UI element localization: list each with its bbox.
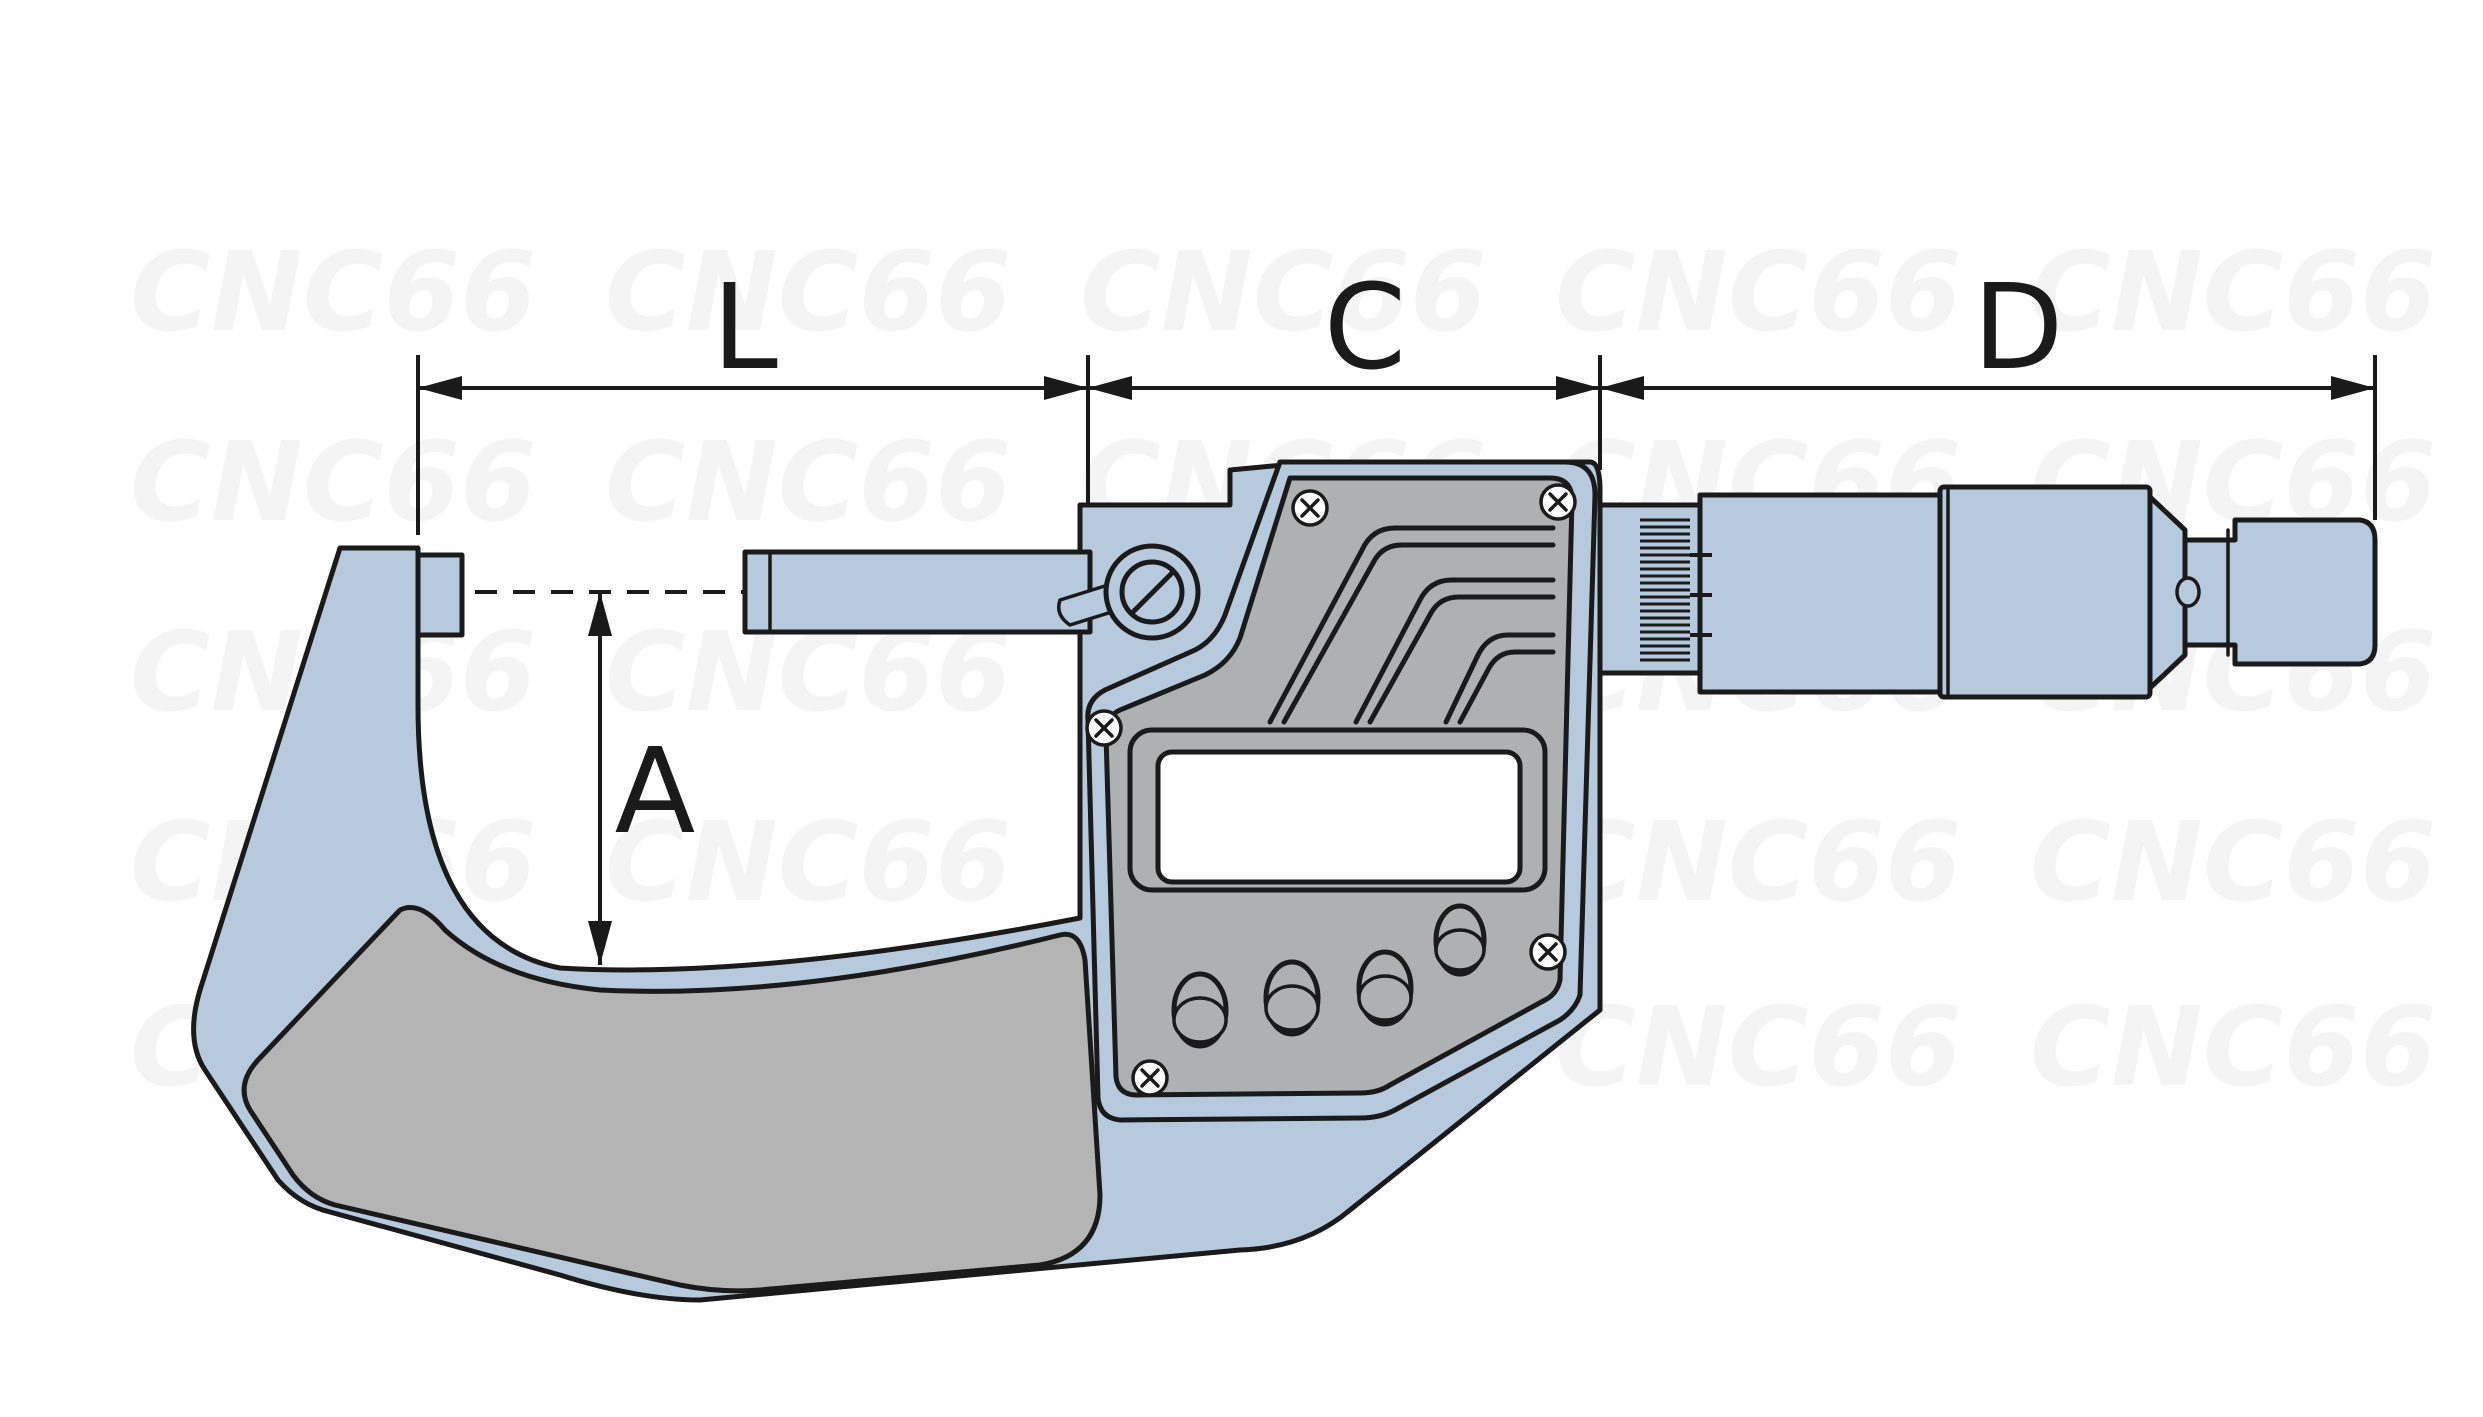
lock-screw-slot xyxy=(1130,570,1175,615)
button-group xyxy=(1171,903,1487,1049)
watermark-text: CNC66 xyxy=(1555,798,1962,926)
dimension-label-c: C xyxy=(1324,258,1406,396)
watermark-text: CNC66 xyxy=(130,228,537,356)
plate-groove xyxy=(1353,577,1556,725)
screw-icon xyxy=(1539,483,1577,521)
screw-icon xyxy=(1529,933,1567,971)
watermark-text: CNC66 xyxy=(2030,983,2437,1111)
watermark-text: CNC66 xyxy=(605,798,1012,926)
sleeve-scale xyxy=(1690,553,1712,637)
lcd-screen xyxy=(1155,749,1523,885)
spindle xyxy=(742,549,1093,635)
dimension-label-l: L xyxy=(712,258,778,396)
watermark-text: CNC66 xyxy=(1555,228,1962,356)
watermark-text: CNC66 xyxy=(130,418,537,546)
ratchet-neck xyxy=(2147,494,2188,691)
dimension-label-d: D xyxy=(1973,258,2064,396)
watermark-text: CNC66 xyxy=(2030,798,2437,926)
dimension-label-a: A xyxy=(615,722,696,860)
watermark-text: CNC66 xyxy=(1080,228,1487,356)
watermark-text: CNC66 xyxy=(1555,983,1962,1111)
thimble-knurl xyxy=(1640,518,1690,662)
plate-groove xyxy=(1267,525,1556,725)
ratchet-stop[interactable] xyxy=(2182,517,2378,667)
function-button-2[interactable] xyxy=(1263,959,1321,1037)
watermark-text: CNC66 xyxy=(605,228,1012,356)
function-button-4[interactable] xyxy=(1433,903,1487,977)
grip-pad xyxy=(241,905,1103,1294)
watermark-text: CNC66 xyxy=(2030,228,2437,356)
screw-icon xyxy=(1085,709,1123,747)
function-button-1[interactable] xyxy=(1171,971,1229,1049)
dimension-lines xyxy=(416,355,2377,965)
watermark-text: CNC66 xyxy=(605,418,1012,546)
plate-groove xyxy=(1281,542,1556,725)
thimble[interactable] xyxy=(1697,492,1943,695)
function-button-3[interactable] xyxy=(1356,949,1414,1027)
screw-icon xyxy=(1131,1059,1169,1097)
thimble-cap[interactable] xyxy=(1937,484,2153,700)
plate-groove xyxy=(1457,649,1556,725)
plate-groove xyxy=(1443,632,1556,725)
dimension-arrows xyxy=(418,376,2375,965)
screw-icon xyxy=(1291,489,1329,527)
ratchet-hole xyxy=(2175,576,2201,608)
anvil xyxy=(415,552,465,638)
plate-groove xyxy=(1367,594,1556,725)
